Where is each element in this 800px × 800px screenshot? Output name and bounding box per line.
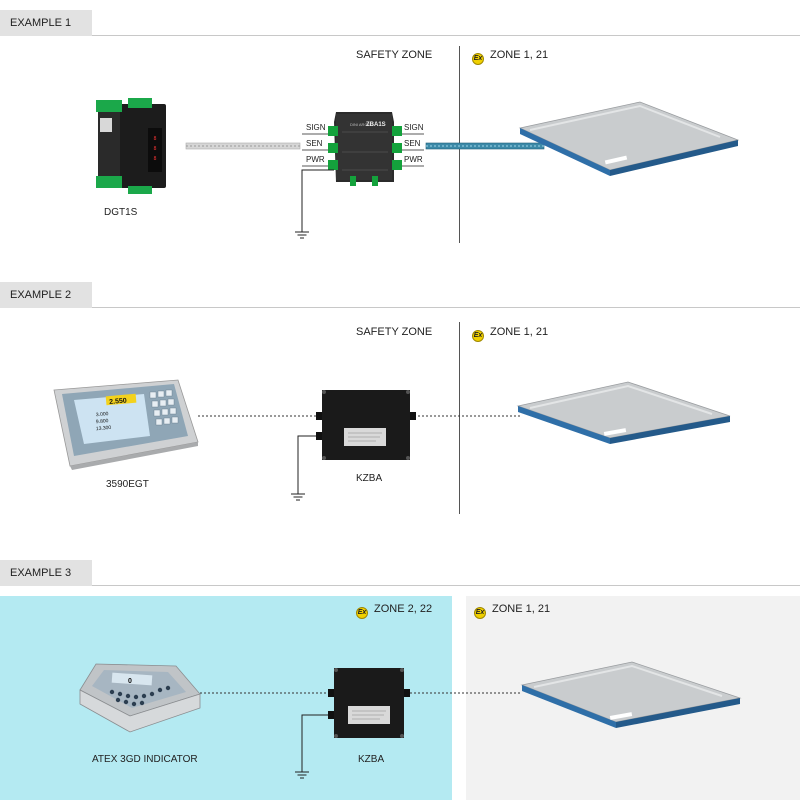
screen-value-1: 3.000 (96, 411, 109, 418)
example-1-hazard-zone-label: Ex ZONE 1, 21 (472, 49, 548, 65)
example-2-zone-divider (459, 322, 460, 514)
svg-text:8: 8 (153, 136, 156, 142)
ex-atex-icon: Ex (472, 330, 484, 342)
keypad (149, 389, 179, 426)
example-1-hazard-zone-text: ZONE 1, 21 (490, 49, 549, 61)
example-1-safety-zone-label: SAFETY ZONE (356, 49, 433, 61)
example-1-diagram: 8 8 8 DINI ARGEO ZBA1S (96, 98, 740, 239)
barrier-brand: DINI ARGEO (350, 122, 373, 127)
example-3-section: EXAMPLE 3 Ex ZONE 2, 22 Ex ZONE 1, 21 0 (0, 540, 800, 800)
example-3-hazard-zone-label: Ex ZONE 1, 21 (474, 603, 550, 619)
weight-indicator-atex: 0 (79, 663, 201, 733)
example-1-rule (92, 35, 800, 36)
zba-left-port-sen: SEN (306, 139, 323, 148)
3590egt-caption: 3590EGT (106, 479, 149, 490)
weight-indicator-dgt1s: 8 8 8 (96, 98, 166, 194)
example-3-zone2-text: ZONE 2, 22 (374, 603, 433, 615)
safety-barrier-kzba (316, 390, 416, 460)
screen-value-3: 13.300 (96, 425, 112, 432)
kzba-caption: KZBA (358, 754, 385, 765)
example-2-hazard-zone-text: ZONE 1, 21 (490, 326, 549, 338)
svg-text:8: 8 (153, 156, 156, 162)
atex-screen-value: 0 (128, 678, 132, 685)
safety-barrier-kzba (328, 668, 410, 738)
zba-right-port-sign: SIGN (404, 123, 424, 132)
example-1-section: EXAMPLE 1 SAFETY ZONE Ex ZONE 1, 21 8 8 8 (0, 0, 800, 270)
keypad (109, 685, 171, 707)
example-2-tab: EXAMPLE 2 (0, 282, 92, 308)
kzba-caption: KZBA (356, 473, 383, 484)
zba-left-port-pwr: PWR (306, 155, 325, 164)
weighing-platform (520, 661, 742, 728)
example-2-safety-zone-label: SAFETY ZONE (356, 326, 433, 338)
barrier-model: ZBA1S (366, 122, 386, 128)
example-3-safety-zone-label: Ex ZONE 2, 22 (356, 603, 432, 619)
ground-icon (291, 435, 316, 501)
ex-atex-icon: Ex (472, 53, 484, 65)
zba-left-port-sign: SIGN (306, 123, 326, 132)
example-3-tab: EXAMPLE 3 (0, 560, 92, 586)
atex-indicator-caption: ATEX 3GD INDICATOR (92, 754, 198, 765)
weight-indicator-3590egt: 2.550 3.000 9.800 13.300 (53, 379, 199, 470)
example-3-diagram: 0 (79, 661, 742, 779)
ex-atex-icon: Ex (474, 607, 486, 619)
example-2-hazard-zone-label: Ex ZONE 1, 21 (472, 326, 548, 342)
weighing-platform (516, 381, 731, 444)
zba-right-port-sen: SEN (404, 139, 421, 148)
example-2-section: EXAMPLE 2 SAFETY ZONE Ex ZONE 1, 21 2.550… (0, 270, 800, 540)
example-2-diagram: 2.550 3.000 9.800 13.300 (53, 379, 731, 501)
safety-barrier-zba1s: DINI ARGEO ZBA1S (328, 112, 402, 186)
svg-text:8: 8 (153, 146, 156, 152)
weighing-platform (518, 101, 740, 176)
example-2-rule (92, 307, 800, 308)
zba-right-port-pwr: PWR (404, 155, 423, 164)
screen-value-main: 2.550 (109, 398, 127, 407)
ground-icon (295, 714, 328, 779)
ground-icon (295, 169, 334, 239)
example-3-rule (92, 585, 800, 586)
example-1-tab: EXAMPLE 1 (0, 10, 92, 36)
screen-value-2: 9.800 (96, 418, 109, 425)
dgt1s-caption: DGT1S (104, 207, 138, 218)
ex-atex-icon: Ex (356, 607, 368, 619)
example-3-hazard-zone-text: ZONE 1, 21 (492, 603, 551, 615)
